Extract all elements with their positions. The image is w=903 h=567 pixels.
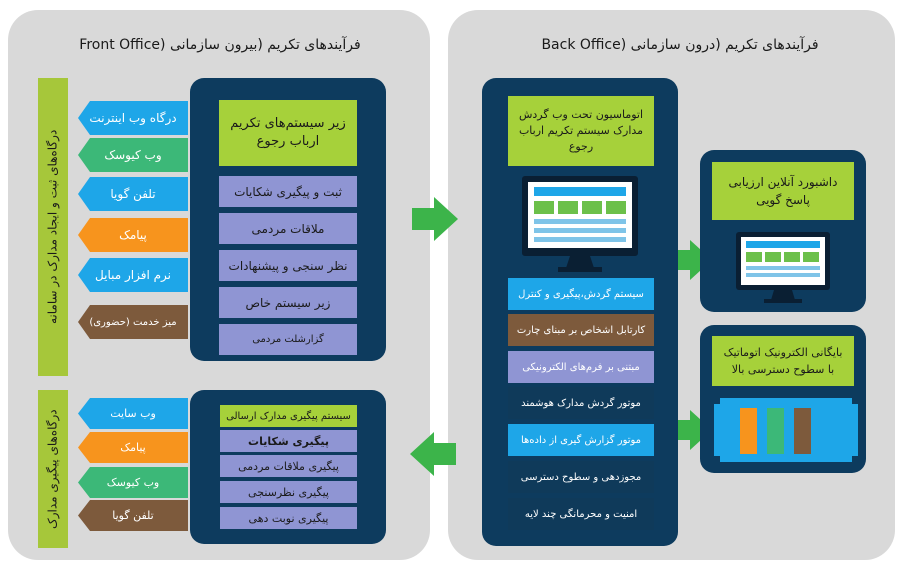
tracking-tab-label: وب سایت (110, 407, 156, 420)
automation-item: کارتابل اشخاص بر مبنای چارت (508, 314, 654, 346)
subsystem-item: گزارشلت مردمی (219, 324, 357, 355)
registration-tab-label: درگاه وب اینترنت (89, 111, 177, 125)
registration-tab: نرم افزار مبایل (78, 258, 188, 292)
tracking-tab-label: تلفن گویا (112, 509, 154, 522)
subsystem-item: ثبت و پیگیری شکایات (219, 176, 357, 207)
tracking-item: پیگیری ملاقات مردمی (220, 455, 357, 477)
registration-tab: تلفن گویا (78, 177, 188, 211)
archive-binder (767, 408, 784, 454)
registration-tab-label: میز خدمت (حضوری) (89, 316, 177, 328)
tracking-gateways-strip: درگاه‌های پیگیری مدارک (38, 390, 68, 548)
automation-header: اتوماسیون تحت وب گردش مدارک سیستم تکریم … (508, 96, 654, 166)
tracking-header: سیستم پیگیری مدارک ارسالی (220, 405, 357, 427)
arrow-left-icon (410, 432, 456, 476)
automation-item: مبتنی بر فرم‌های الکترونیکی (508, 351, 654, 383)
registration-tab: وب کیوسک (78, 138, 188, 172)
archive-shelf-right-edge (852, 404, 858, 456)
monitor-icon (522, 176, 638, 272)
tracking-item: پیگیری نوبت دهی (220, 507, 357, 529)
subsystems-header: زیر سیستم‌های تکریم ارباب رجوع (219, 100, 357, 166)
archive-binder (821, 408, 838, 454)
subsystem-item: زیر سیستم خاص (219, 287, 357, 318)
archive-binder (740, 408, 757, 454)
automation-item: سیستم گردش،پیگیری و کنترل (508, 278, 654, 310)
dashboard-monitor-icon (736, 232, 830, 303)
archive-header: بایگانی الکترونیک اتوماتیک با سطوح دسترس… (712, 336, 854, 386)
tracking-item: پیگیری نظرسنجی (220, 481, 357, 503)
archive-binder (794, 408, 811, 454)
tracking-item: پیگیری شکایات (220, 430, 357, 452)
automation-item: موتور گزارش گیری از داده‌ها (508, 424, 654, 456)
back-office-title: فرآیندهای تکریم (درون سازمانی (Back Offi… (541, 37, 819, 53)
tracking-tab-label: پیامک (120, 441, 146, 454)
tracking-tab: وب کیوسک (78, 467, 188, 498)
arrow-right-icon (670, 410, 712, 450)
automation-item: امنیت و محرمانگی چند لایه (508, 498, 654, 530)
arrow-right-icon (670, 240, 712, 280)
registration-tab-label: پیامک (119, 228, 147, 242)
tracking-tab: وب سایت (78, 398, 188, 429)
registration-gateways-strip: درگاه‌های ثبت و ایجاد مدارک در سامانه (38, 78, 68, 376)
automation-item: مجوزدهی و سطوح دسترسی (508, 461, 654, 493)
registration-tab-label: وب کیوسک (104, 148, 162, 162)
dashboard-header: داشبورد آنلاین ارزیابی پاسخ گویی (712, 162, 854, 220)
registration-tab: درگاه وب اینترنت (78, 101, 188, 135)
tracking-tab: تلفن گویا (78, 500, 188, 531)
archive-shelf-left-edge (714, 404, 720, 456)
registration-tab-label: نرم افزار مبایل (95, 268, 171, 282)
automation-item: موتور گردش مدارک هوشمند (508, 387, 654, 419)
subsystem-item: ملاقات مردمی (219, 213, 357, 244)
registration-tab-label: تلفن گویا (110, 187, 156, 201)
subsystem-item: نظر سنجی و پیشنهادات (219, 250, 357, 281)
registration-tab: میز خدمت (حضوری) (78, 305, 188, 339)
tracking-tab: پیامک (78, 432, 188, 463)
arrow-right-icon (412, 197, 458, 241)
tracking-tab-label: وب کیوسک (106, 476, 160, 489)
registration-tab: پیامک (78, 218, 188, 252)
front-office-title: فرآیندهای تکریم (بیرون سازمانی (Front Of… (79, 37, 361, 53)
